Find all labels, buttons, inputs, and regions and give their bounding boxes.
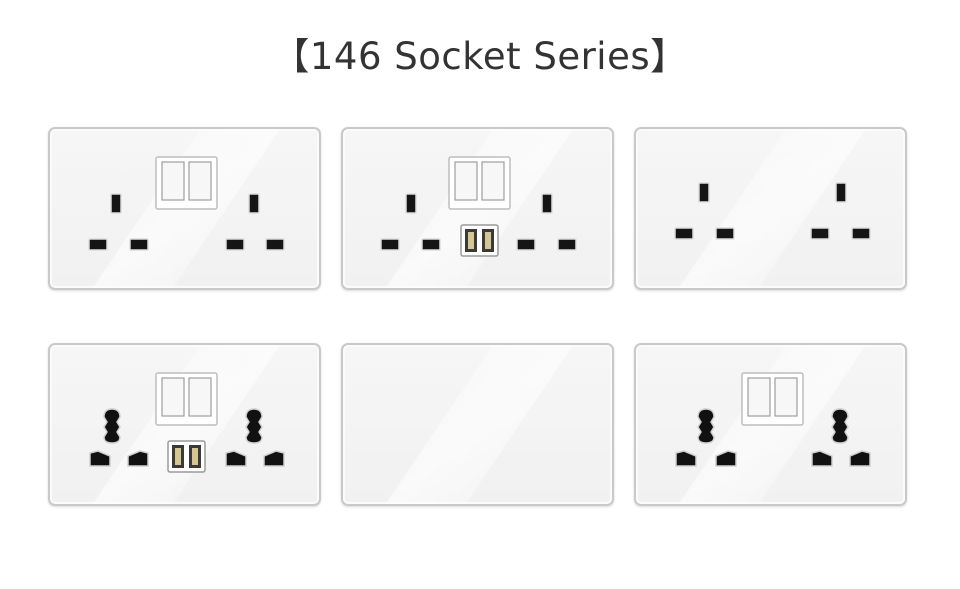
socket-face	[674, 129, 871, 288]
socket-face	[88, 129, 285, 288]
twin-uk-socket-switched-usb-panel	[341, 127, 614, 290]
socket-face	[675, 345, 871, 504]
universal-socket-left	[675, 408, 737, 467]
uk-socket-left	[380, 193, 441, 251]
socket-face	[89, 345, 285, 504]
universal-socket-left	[89, 408, 149, 467]
uk-socket-left	[88, 193, 149, 251]
page-title: 【146 Socket Series】	[272, 35, 688, 78]
uk-socket-left	[674, 182, 735, 240]
twin-universal-socket-switched-panel	[634, 343, 907, 506]
universal-socket-right	[811, 408, 871, 467]
uk-socket-right	[516, 193, 577, 251]
twin-uk-socket-switched-panel	[48, 127, 321, 290]
socket-face	[380, 129, 577, 288]
blank-face	[385, 345, 573, 504]
switch-pair[interactable]	[155, 156, 218, 210]
twin-uk-socket-unswitched-panel	[634, 127, 907, 290]
universal-socket-right	[225, 408, 285, 467]
uk-socket-right	[225, 193, 285, 251]
switch-pair[interactable]	[448, 156, 511, 210]
twin-universal-socket-switched-usb-panel	[48, 343, 321, 506]
switch-pair[interactable]	[741, 372, 804, 426]
blank-plate-panel	[341, 343, 614, 506]
switch-pair[interactable]	[155, 372, 218, 426]
usb-port-icon	[167, 440, 206, 473]
usb-port-icon	[460, 224, 499, 257]
uk-socket-right	[810, 182, 871, 240]
